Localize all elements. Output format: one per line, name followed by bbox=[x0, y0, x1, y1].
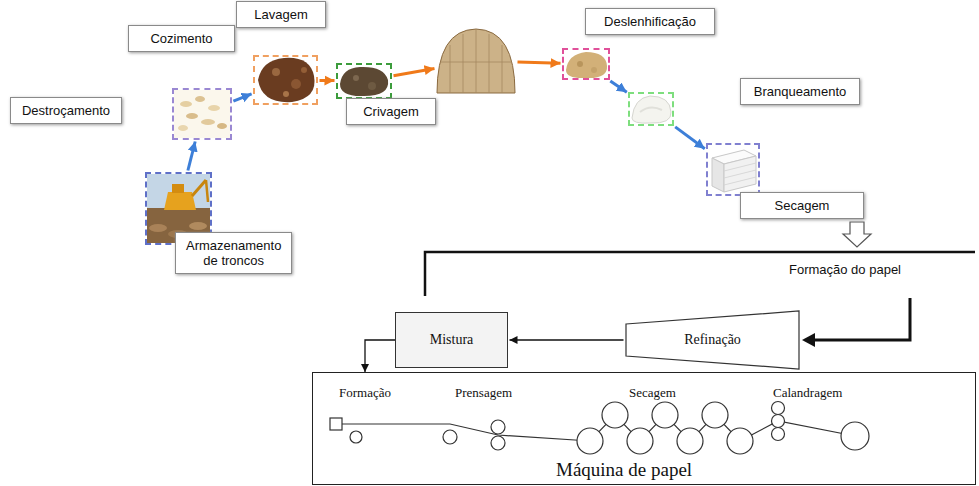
step-name: Armazenamento de troncos bbox=[186, 238, 281, 268]
wood-chips-picture bbox=[174, 90, 230, 138]
step-name: Lavagem bbox=[247, 7, 315, 22]
step-label-box: Secagem bbox=[740, 192, 864, 219]
flow-arrow bbox=[510, 339, 624, 340]
step-label-box: Deslenhificação bbox=[585, 8, 715, 35]
flow-arrow bbox=[365, 340, 395, 372]
cooking-step: Cozimento bbox=[253, 55, 318, 105]
step-label-box: Destroçamento bbox=[10, 97, 122, 124]
pulp-bale-picture bbox=[712, 150, 756, 192]
step-label-box: Branqueamento bbox=[740, 78, 860, 105]
step-name: Cozimento bbox=[139, 31, 224, 46]
hollow-down-arrow bbox=[843, 222, 871, 247]
chipping-step: Destroçamento bbox=[172, 88, 232, 140]
thick-flow-arrow bbox=[802, 298, 910, 347]
delignified-pulp-picture bbox=[566, 52, 607, 78]
flow-arrow bbox=[188, 142, 195, 171]
log-yard-step: Armazenamento de troncos bbox=[145, 172, 212, 245]
paper-machine-box: Formação Prensagem Secagem CalandragemMáqui… bbox=[312, 372, 976, 485]
bleaching-step: Branqueamento bbox=[628, 92, 674, 126]
refining-trapezoid: Refinação bbox=[625, 310, 800, 370]
step-name: Destroçamento bbox=[21, 103, 111, 118]
process-name: Mistura bbox=[430, 332, 474, 348]
flow-arrow bbox=[518, 62, 561, 63]
flow-arrow bbox=[675, 127, 705, 149]
process-name: Refinação bbox=[684, 332, 741, 348]
machine-title: Máquina de papel bbox=[556, 459, 692, 481]
flow-arrow bbox=[610, 81, 627, 92]
section-name: Formação bbox=[339, 385, 391, 401]
washed-pulp-picture bbox=[340, 67, 388, 96]
paper-machine-drawing bbox=[330, 402, 869, 455]
step-name: Branqueamento bbox=[751, 84, 849, 99]
screening-dome-picture bbox=[437, 29, 515, 93]
flow-arrow bbox=[233, 94, 251, 101]
step-name: Deslenhificação bbox=[596, 14, 704, 29]
washing-step: Lavagem bbox=[336, 63, 392, 99]
flow-arrow bbox=[394, 68, 435, 75]
step-label-box: Crivagem bbox=[346, 98, 436, 125]
step-label-box: Armazenamento de troncos bbox=[175, 232, 292, 274]
step-name: Secagem bbox=[751, 198, 853, 213]
screening-step: Crivagem bbox=[436, 28, 516, 94]
step-name: Crivagem bbox=[357, 104, 425, 119]
step-label-box: Lavagem bbox=[236, 1, 326, 28]
section-name: Secagem bbox=[629, 385, 676, 401]
cooked-pulp-picture bbox=[258, 58, 315, 102]
bleached-pulp-picture bbox=[632, 96, 671, 123]
drying-step: Secagem bbox=[706, 143, 760, 196]
section-name: Prensagem bbox=[455, 385, 512, 401]
mixing-box: Mistura bbox=[395, 312, 508, 368]
section-bracket bbox=[425, 252, 975, 296]
section-name: Calandragem bbox=[773, 385, 842, 401]
step-label-box: Cozimento bbox=[128, 25, 235, 52]
flow-arrow bbox=[320, 79, 335, 82]
section-heading: Formação do papel bbox=[785, 262, 905, 277]
delignification-step: Deslenhificação bbox=[562, 48, 610, 80]
